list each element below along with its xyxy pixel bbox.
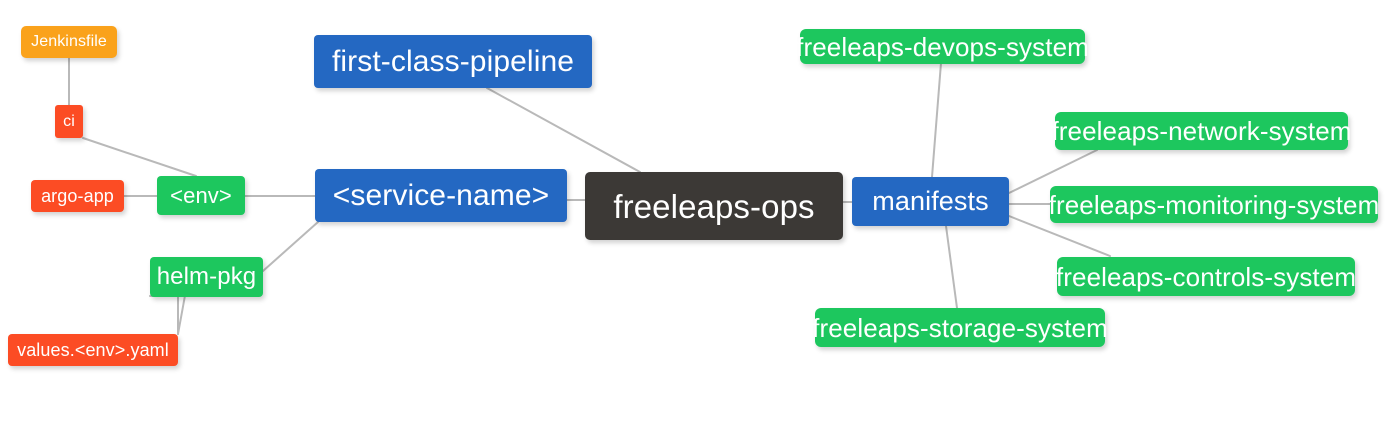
edge-ci-env <box>82 137 197 177</box>
node-freeleaps-controls-system[interactable]: freeleaps-controls-system <box>1055 257 1357 296</box>
node-manifests-label: manifests <box>872 186 989 216</box>
node-freeleaps-ops-root[interactable]: freeleaps-ops <box>585 172 843 240</box>
node-freeleaps-devops-system[interactable]: freeleaps-devops-system <box>796 29 1089 64</box>
node-first-class-pipeline[interactable]: first-class-pipeline <box>314 35 592 88</box>
node-first-class-pipeline-label: first-class-pipeline <box>331 44 575 78</box>
node-ci[interactable]: ci <box>55 105 83 138</box>
node-manifests[interactable]: manifests <box>852 177 1009 226</box>
node-freeleaps-ops-label: freeleaps-ops <box>613 187 815 225</box>
node-freeleaps-network-system[interactable]: freeleaps-network-system <box>1051 112 1351 150</box>
edge-manifests-devops <box>931 62 942 178</box>
node-freeleaps-devops-system-label: freeleaps-devops-system <box>796 31 1089 62</box>
node-freeleaps-network-system-label: freeleaps-network-system <box>1051 116 1352 146</box>
node-argo-app-label: argo-app <box>41 186 114 206</box>
node-env[interactable]: <env> <box>157 176 245 215</box>
node-freeleaps-storage-system[interactable]: freeleaps-storage-system <box>812 308 1108 347</box>
node-values-yaml-label: values.<env>.yaml <box>17 340 169 360</box>
node-jenkinsfile-label: Jenkinsfile <box>31 33 107 50</box>
node-values-yaml[interactable]: values.<env>.yaml <box>8 334 178 366</box>
node-jenkinsfile[interactable]: Jenkinsfile <box>21 26 117 58</box>
node-freeleaps-controls-system-label: freeleaps-controls-system <box>1055 261 1357 292</box>
edge-firstclasspipeline-root <box>486 87 641 173</box>
node-helm-pkg-label: helm-pkg <box>156 263 257 290</box>
node-freeleaps-storage-system-label: freeleaps-storage-system <box>812 312 1108 343</box>
edge-manifests-storage <box>945 225 958 309</box>
node-ci-label: ci <box>63 112 75 130</box>
node-env-label: <env> <box>170 182 232 208</box>
edge-servicename-helmpkg <box>262 221 319 272</box>
node-argo-app[interactable]: argo-app <box>31 180 124 212</box>
node-helm-pkg[interactable]: helm-pkg <box>150 257 263 297</box>
node-freeleaps-monitoring-system-label: freeleaps-monitoring-system <box>1048 189 1380 220</box>
edge-helmpkg-values <box>149 295 179 335</box>
node-service-name-label: <service-name> <box>332 178 550 212</box>
node-service-name[interactable]: <service-name> <box>315 169 567 222</box>
node-freeleaps-monitoring-system[interactable]: freeleaps-monitoring-system <box>1048 186 1380 223</box>
